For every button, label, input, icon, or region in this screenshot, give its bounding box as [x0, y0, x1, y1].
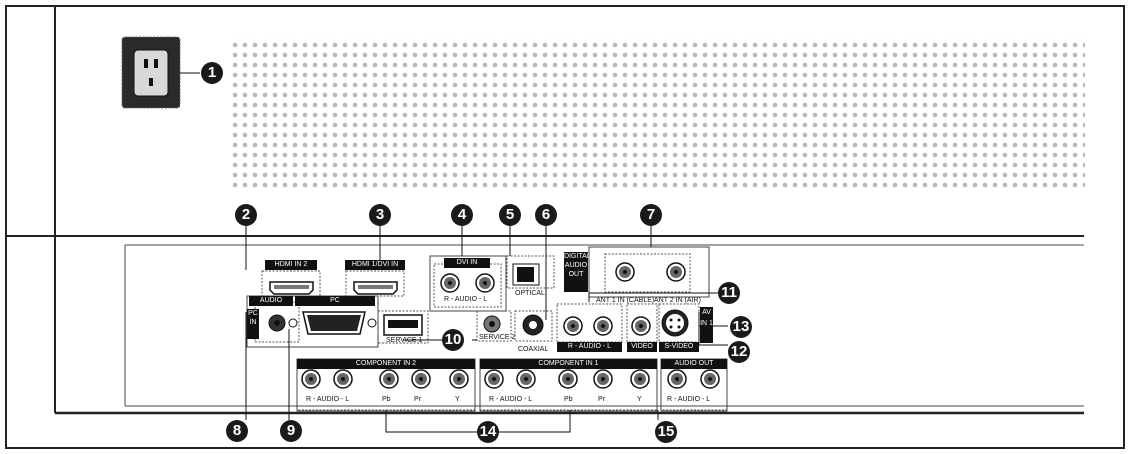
label-comp1-y: Y [637, 396, 642, 403]
callout-5: 5 [499, 204, 521, 226]
label-comp2-pr: Pr [414, 396, 421, 403]
label-ant1: ANT 1 IN (CABLE) [596, 297, 655, 304]
dvi-audio-l-jack [475, 273, 495, 293]
label-comp1-pr: Pr [598, 396, 605, 403]
vga-port [288, 311, 377, 335]
label-dvi-audio: R - AUDIO - L [444, 296, 488, 303]
comp2-pb-jack [379, 369, 399, 389]
comp1-y-jack [630, 369, 650, 389]
label-video: VIDEO [627, 342, 657, 352]
callout-9: 9 [280, 420, 302, 442]
label-digital-audio-out: DIGITAL AUDIO OUT [564, 252, 591, 292]
audio-out-r-jack [667, 369, 687, 389]
label-s-video: S-VIDEO [659, 342, 699, 352]
power-socket [121, 36, 200, 109]
callout-3: 3 [369, 204, 391, 226]
comp2-y-jack [449, 369, 469, 389]
callout-2: 2 [235, 204, 257, 226]
label-hdmi-2: HDMI IN 2 [265, 260, 317, 270]
av-audio-r-jack [563, 316, 583, 336]
av-audio-l-jack [593, 316, 613, 336]
usb-service-port [383, 314, 423, 336]
optical-port [512, 263, 540, 286]
callout-13: 13 [730, 316, 752, 338]
service-2-jack [483, 315, 501, 333]
callout-10: 10 [442, 329, 464, 351]
callout-1: 1 [201, 62, 223, 84]
pc-audio-jack [268, 314, 286, 332]
callout-6: 6 [535, 204, 557, 226]
label-dvi-in: DVI IN [444, 258, 490, 268]
label-comp1-pb: Pb [564, 396, 573, 403]
label-comp2-pb: Pb [382, 396, 391, 403]
ant2-jack-jack [666, 262, 686, 282]
label-component-in-2: COMPONENT IN 2 [297, 359, 475, 369]
label-audio-out-rl: R - AUDIO - L [667, 396, 711, 403]
label-comp2-y: Y [455, 396, 460, 403]
callout-15: 15 [655, 421, 677, 443]
label-hdmi-1-dvi: HDMI 1/DVI IN [345, 260, 405, 270]
label-audio: AUDIO [249, 296, 293, 306]
hdmi-1-port [353, 281, 398, 295]
audio-out-l-jack [700, 369, 720, 389]
ant1-jack-jack [615, 262, 635, 282]
label-ant2: ANT 2 IN (AIR) [654, 297, 701, 304]
callout-8: 8 [226, 420, 248, 442]
comp2-pr-jack [411, 369, 431, 389]
label-pc-in: PC IN [247, 309, 259, 339]
comp2-audio-l-jack [333, 369, 353, 389]
label-comp1-audio: R - AUDIO - L [489, 396, 533, 403]
s-video-jack [661, 309, 689, 337]
label-coaxial: COAXIAL [518, 346, 549, 353]
callout-4: 4 [451, 204, 473, 226]
dvi-audio-r-jack [440, 273, 460, 293]
comp2-audio-r-jack [301, 369, 321, 389]
comp1-audio-r-jack [484, 369, 504, 389]
hdmi-2-port [269, 281, 314, 295]
label-component-in-1: COMPONENT IN 1 [480, 359, 657, 369]
label-service-1: SERVICE 1 [386, 337, 423, 344]
callout-12: 12 [728, 341, 750, 363]
label-pc: PC [295, 296, 375, 306]
label-comp2-audio: R - AUDIO - L [306, 396, 350, 403]
coaxial-jack [522, 314, 544, 336]
callout-14: 14 [477, 421, 499, 443]
label-av-audio: R - AUDIO - L [557, 342, 622, 352]
label-optical: OPTICAL [515, 290, 545, 297]
label-audio-out: AUDIO OUT [661, 359, 727, 369]
callout-7: 7 [640, 204, 662, 226]
comp1-pr-jack [593, 369, 613, 389]
label-av-in-1: AV IN 1 [700, 307, 713, 343]
vent-grille [233, 37, 1085, 192]
label-service-2: SERVICE 2 [479, 334, 516, 341]
diagram-frame [5, 5, 1125, 449]
comp1-audio-l-jack [516, 369, 536, 389]
video-jack-jack [631, 316, 651, 336]
callout-11: 11 [718, 282, 740, 304]
comp1-pb-jack [558, 369, 578, 389]
